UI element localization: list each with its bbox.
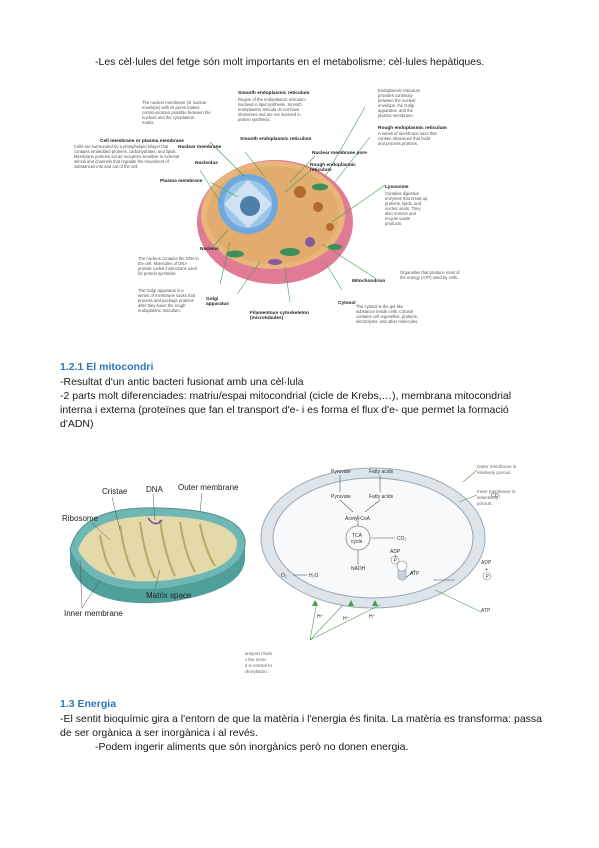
hplus-2-label: H⁺	[343, 616, 350, 622]
atp-out-label: ATP	[481, 608, 491, 614]
rough-er-top-label: Rough endoplasmic reticulum	[378, 125, 447, 131]
matrix-space-label: Matrix space	[146, 591, 192, 600]
inner-membrane-label: Inner membrane	[64, 609, 123, 618]
h2o-label: H₂O	[309, 573, 319, 579]
plus-2-label: +	[485, 567, 488, 573]
cristae-label: Cristae	[102, 487, 128, 496]
co2-mid-label: CO₂	[397, 536, 407, 542]
pyruvate-label: Pyruvate	[331, 494, 351, 500]
nucleolus-label: Nucleolus	[195, 160, 218, 166]
plus-1-label: +	[394, 554, 397, 560]
smooth-er-label: Smooth endoplasmic reticulum	[238, 90, 309, 96]
cytosol-label: Cytosol	[338, 300, 356, 306]
nuclear-pore-label: Nuclear membrane pore	[312, 150, 367, 156]
mitochondrion-label: Mitochondrion	[352, 278, 385, 284]
hplus-3-label: H⁺	[369, 614, 376, 620]
plasma-membrane-label: Plasma membrane	[160, 178, 203, 184]
nadh-label: NADH	[351, 566, 366, 572]
o2-label: O₂	[281, 573, 287, 579]
adp-out-label: ADP	[481, 560, 492, 566]
acetyl-coa-label: Acetyl-CoA	[345, 516, 371, 522]
tca-label: TCA	[352, 533, 363, 539]
fatty-acids-label: Fatty acids	[369, 494, 394, 500]
nuclear-membrane-label: Nuclear membrane	[178, 144, 222, 150]
ribosome-label: Ribosome	[62, 514, 99, 523]
fatty-acids-top-label: Fatty acids	[369, 469, 394, 475]
cycle-label: cycle	[351, 539, 363, 545]
intro-line: -Les cèl·lules del fetge són molt import…	[95, 56, 485, 68]
smooth-er-2-label: Smooth endoplasmic reticulum	[240, 136, 311, 142]
etc-note: The electron transport chainis positione…	[245, 651, 273, 674]
nucleus-label: Nucleus	[200, 246, 219, 252]
outer-membrane-label: Outer membrane	[178, 483, 239, 492]
hplus-1-label: H⁺	[317, 614, 324, 620]
atp-in-label: ATP	[410, 571, 420, 577]
section-13-heading: 1.3 Energia	[60, 698, 117, 710]
pyruvate-top-label: Pyruvate	[331, 469, 351, 475]
section-121-heading: 1.2.1 El mitocondri	[60, 361, 154, 373]
cell-membrane-note: Cells are surrounded by a phospholipid b…	[74, 144, 179, 169]
co2-right-label: CO₂	[491, 493, 501, 499]
pi-out-label: P	[486, 574, 490, 580]
section-13-line1: -El sentit bioquímic gira a l'entorn de …	[60, 713, 543, 739]
cell-membrane-label: Cell membrane or plasma membrane	[100, 138, 184, 144]
dna-label: DNA	[146, 485, 164, 494]
cell-illustration	[197, 160, 353, 284]
mitochondrion-diagram: Cristae DNA Outer membrane Ribosome Matr…	[62, 483, 246, 618]
section-13-line2: -Podem ingerir aliments que són inorgàni…	[95, 741, 409, 753]
pi-in-label: P	[394, 558, 398, 564]
adp-in-label: ADP	[390, 549, 401, 555]
section-121-line1: -Resultat d'un antic bacteri fusionat am…	[60, 376, 304, 388]
filamentous-label: Filamentous cytoskeleton(microtubules)	[250, 310, 309, 321]
lysosome-label: Lysosome	[385, 184, 409, 190]
section-121-line2: -2 parts molt diferenciades: matriu/espa…	[60, 390, 512, 430]
